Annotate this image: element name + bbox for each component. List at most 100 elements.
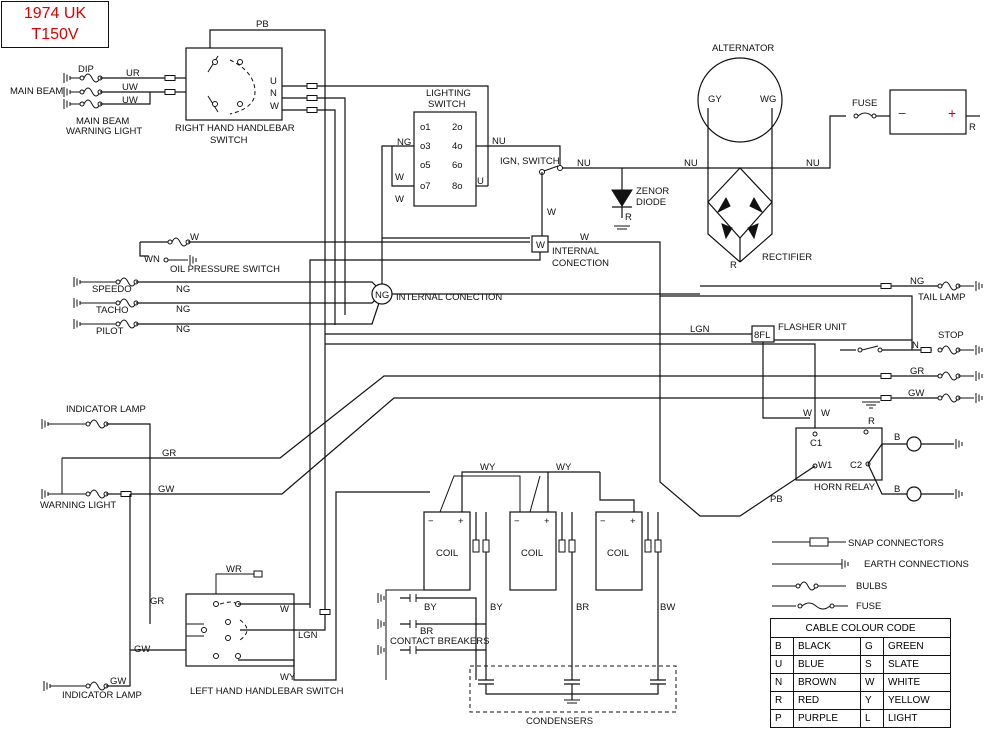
condensers: CONDENSERS (469, 665, 677, 727)
colour-name: GREEN (883, 637, 951, 656)
pb-wire-top (209, 29, 326, 610)
zenor-diode: ZENOR DIODE R (611, 168, 669, 230)
flasher-unit: LGN 8FL FLASHER UNIT W W (325, 322, 913, 432)
indicator-lamp-label-bottom: INDICATOR LAMP (62, 690, 142, 701)
legend-bulbs: BULBS (856, 581, 887, 592)
zenor-label-2: DIODE (636, 197, 666, 208)
colour-code: G (860, 637, 884, 656)
tail-lamp: NG TAIL LAMP (880, 276, 983, 303)
colour-code: B (770, 637, 794, 656)
headlamp-bulbs: DIP MAIN BEAM MAIN BEAM WARNING LIGHT UR… (10, 64, 186, 137)
gw-lh-label: GW (134, 644, 150, 655)
wn-label: WN (144, 254, 160, 265)
indicator-lines: GR GW GR GW (62, 366, 983, 495)
rh-switch-label-1: RIGHT HAND HANDLEBAR (175, 123, 295, 134)
ls-terminal-6: 6o (452, 160, 463, 171)
colour-table-title: CABLE COLOUR CODE (770, 618, 951, 638)
internal-w-node: W (536, 240, 545, 251)
gr-left-label: GR (162, 448, 176, 459)
colour-code: P (770, 709, 794, 728)
battery-fuse: FUSE − + R (852, 89, 980, 135)
gw-right-label: GW (908, 388, 924, 399)
ls-terminal-2: 2o (452, 122, 463, 133)
ign-w-label: W (547, 207, 556, 218)
relay-r: R (868, 416, 875, 427)
rh-u-label: U (270, 76, 277, 87)
main-beam-warning-label-2: WARNING LIGHT (66, 126, 142, 137)
relay-w1: W1 (818, 460, 832, 471)
tail-ng: NG (910, 276, 924, 287)
lh-switch-label: LEFT HAND HANDLEBAR SWITCH (190, 686, 344, 697)
contact-breakers-label: CONTACT BREAKERS (390, 636, 489, 647)
horn-relay: C1 R W1 C2 HORN RELAY PB B B (659, 296, 963, 517)
title-year: 1974 UK (23, 5, 87, 22)
coil-2-plus: + (544, 516, 550, 527)
ls-nu-label: NU (492, 136, 506, 147)
nu-label-3: NU (806, 158, 820, 169)
lh-lgn-label: LGN (298, 630, 318, 641)
flasher-node: 8FL (754, 330, 770, 341)
alt-wg: WG (760, 94, 776, 105)
colour-name: BLUE (793, 655, 861, 674)
coil-3-label: COIL (607, 548, 629, 559)
relay-pb-label: PB (770, 494, 783, 505)
lighting-switch-label-1: LIGHTING (426, 88, 471, 99)
colour-code: Y (860, 691, 884, 710)
colour-name: PURPLE (793, 709, 861, 728)
lighting-switch: LIGHTING SWITCH o1 2o o3 4o o5 6o o7 8o … (381, 88, 561, 239)
gw-left-label: GW (158, 484, 174, 495)
horn-relay-label: HORN RELAY (814, 482, 876, 493)
coil-1-label: COIL (436, 548, 458, 559)
alternator-label: ALTERNATOR (712, 43, 774, 54)
stop-lamp: N STOP (840, 330, 983, 356)
rectifier: R RECTIFIER (707, 167, 812, 271)
tacho-ng: NG (176, 304, 190, 315)
ls-terminal-8: 8o (452, 181, 463, 192)
legend-earth: EARTH CONNECTIONS (864, 559, 969, 570)
tacho-label: TACHO (96, 305, 129, 316)
rectifier-label: RECTIFIER (762, 252, 812, 263)
colour-name: YELLOW (883, 691, 951, 710)
battery-minus: − (898, 105, 906, 121)
ls-terminal-3: o3 (420, 141, 431, 152)
ls-ng-label: NG (397, 137, 411, 148)
horn-b-1: B (894, 432, 900, 443)
relay-c2: C2 (850, 460, 862, 471)
rh-w-label: W (270, 101, 279, 112)
relay-w-label-2: W (821, 408, 830, 419)
ignition-coils: COIL COIL COIL − + − + − + WY WY (423, 462, 662, 591)
main-beam-label: MAIN BEAM (10, 86, 63, 97)
nu-label-1: NU (577, 158, 591, 169)
colour-code: L (860, 709, 884, 728)
colour-name: BLACK (793, 637, 861, 656)
colour-code: N (770, 673, 794, 692)
pilot-label: PILOT (96, 326, 124, 337)
internal-conection-label: INTERNAL CONECTION (396, 292, 502, 303)
ls-terminal-5: o5 (420, 160, 431, 171)
main-beam-warning-label-1: MAIN BEAM (76, 116, 129, 127)
instrument-lamps: SPEEDO TACHO PILOT NG NG NG NG INTERNAL … (73, 238, 882, 337)
cb-by-label: BY (424, 602, 437, 613)
lh-wy-label: WY (280, 672, 296, 683)
relay-w-label-1: W (803, 408, 812, 419)
ls-w-label-2: W (395, 194, 404, 205)
stop-label: STOP (938, 330, 964, 341)
colour-code: U (770, 655, 794, 674)
rh-switch-label-2: SWITCH (210, 135, 248, 146)
uw-wire-label-2: UW (122, 95, 138, 106)
gr-right-label: GR (910, 366, 924, 377)
fuse-label: FUSE (852, 98, 877, 109)
coil-wy-label-1: WY (480, 462, 496, 473)
coil-2-minus: − (514, 516, 520, 527)
legend: SNAP CONNECTORS EARTH CONNECTIONS BULBS … (772, 537, 969, 612)
rect-r: R (730, 260, 737, 271)
nu-label-2: NU (684, 158, 698, 169)
alternator: ALTERNATOR GY WG (697, 43, 783, 263)
oil-w-label: W (190, 232, 199, 243)
lh-w-label: W (280, 604, 289, 615)
title-box: 1974 UK T150V (1, 1, 109, 48)
